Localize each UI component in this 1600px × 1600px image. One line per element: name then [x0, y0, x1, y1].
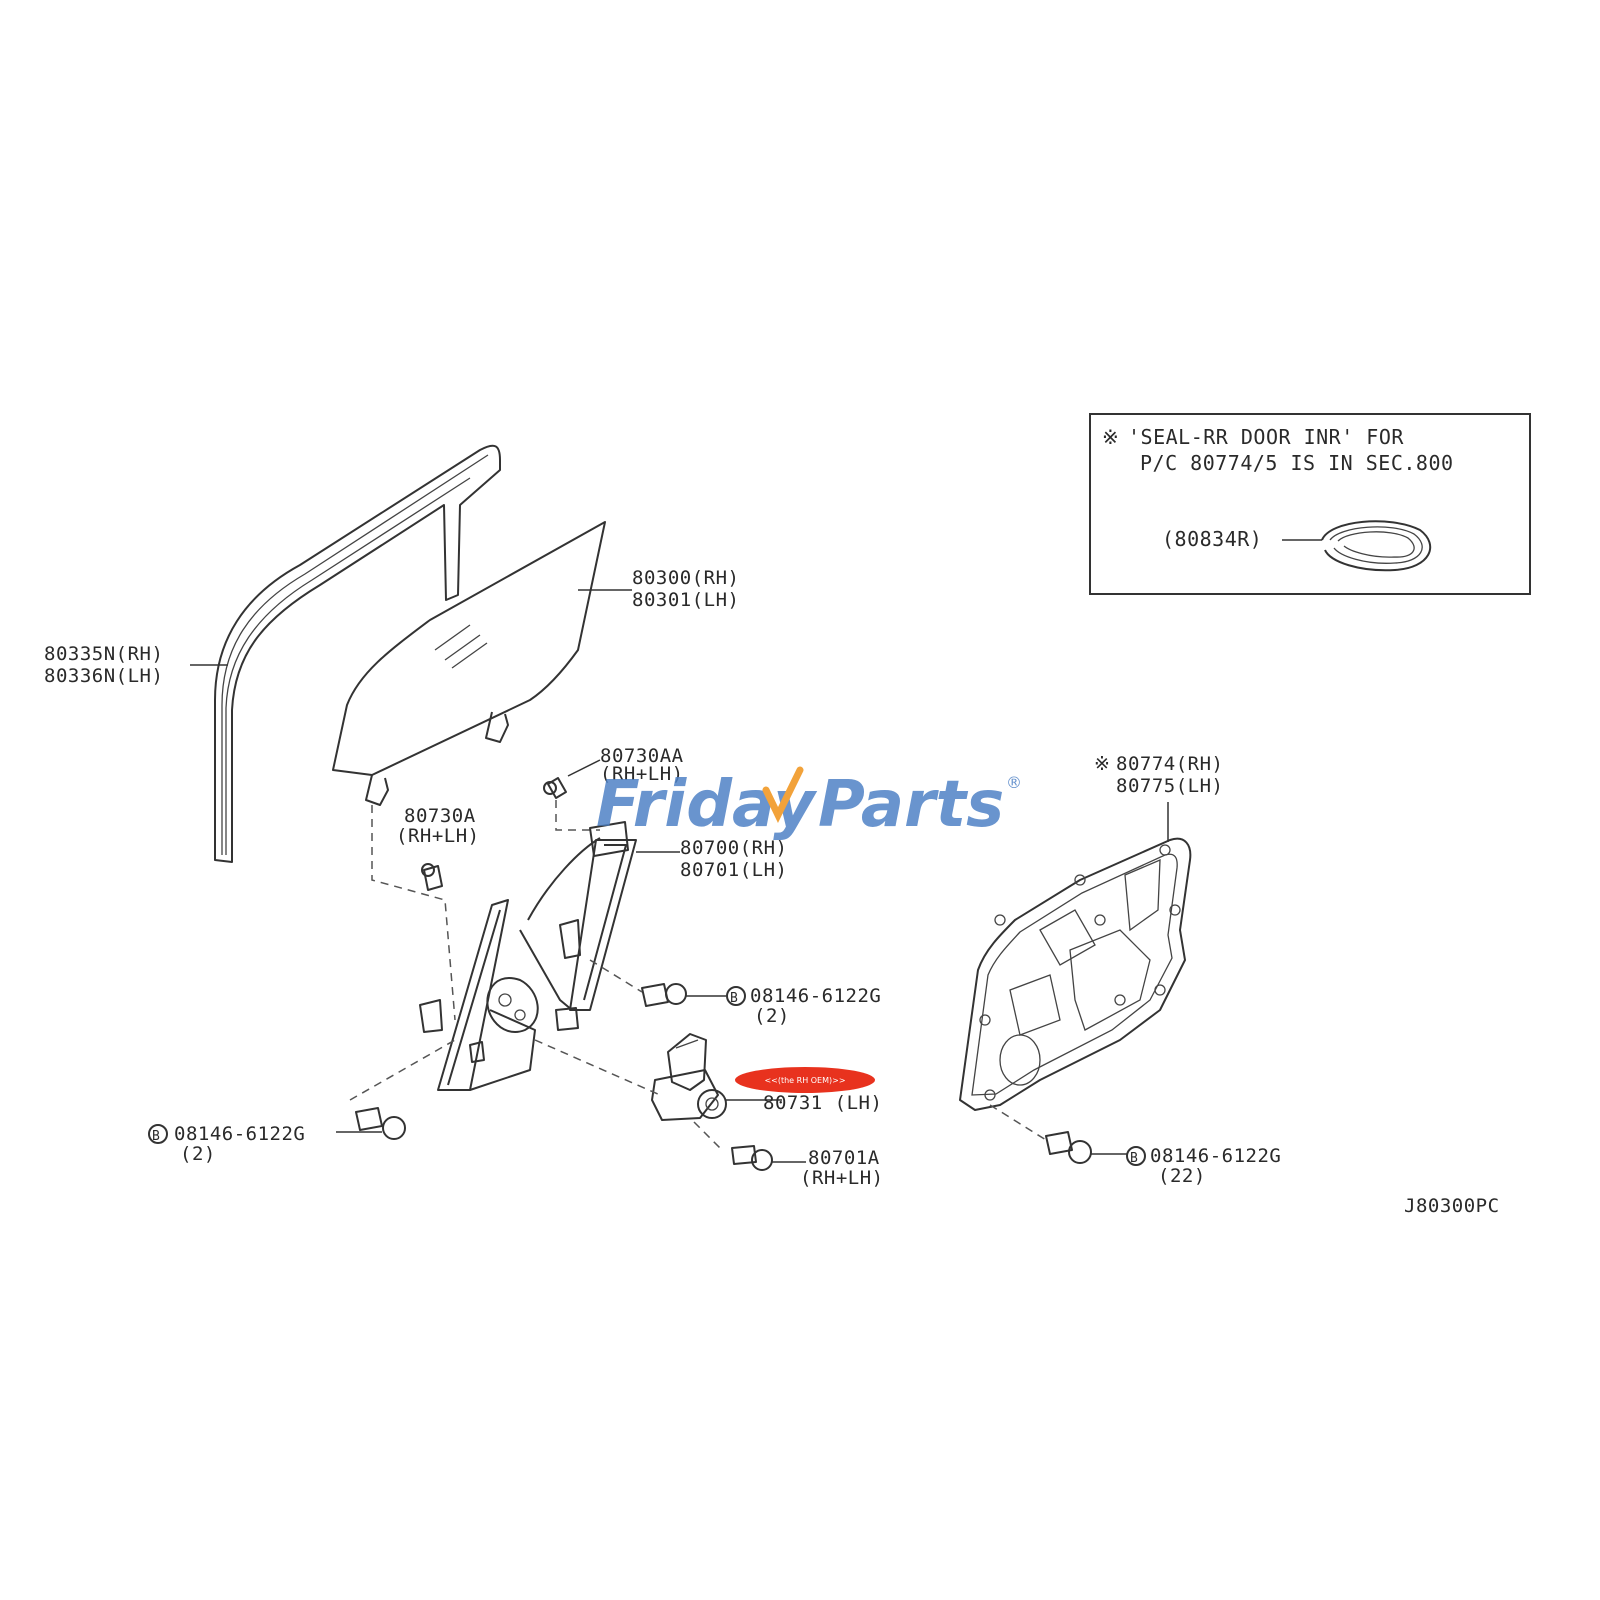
b-marker-left: [148, 1124, 168, 1144]
door-inner-panel: [959, 802, 1192, 1111]
label-80700-rh: 80700(RH): [680, 837, 787, 859]
highlight-text: <<(the RH OEM)>>: [764, 1076, 845, 1085]
dash-80701A: [693, 1121, 721, 1149]
note-star-marker: ※: [1102, 425, 1119, 449]
door-sash-weatherstrip: [190, 444, 501, 863]
label-80730AA: 80730AA: [600, 745, 684, 767]
seal-coil-drawing: [1321, 520, 1432, 572]
label-bolt-mid-qty: (2): [754, 1005, 790, 1027]
label-bolt-mid: 08146-6122G: [750, 985, 881, 1007]
highlight-ellipse: [735, 1067, 875, 1093]
watermark-parts: Parts: [818, 768, 1004, 842]
note-part-number: (80834R): [1162, 527, 1262, 551]
bolt-80730AA: [543, 759, 601, 799]
label-80774-rh: 80774(RH): [1116, 753, 1223, 775]
label-bolt-right-qty: (22): [1158, 1165, 1206, 1187]
dash-bolt-right: [989, 1104, 1047, 1141]
dash-bolt-left: [349, 1039, 456, 1101]
note-line-2: P/C 80774/5 IS IN SEC.800: [1140, 451, 1454, 475]
dash-bolt-mid: [589, 959, 643, 993]
note-box-frame: [1089, 413, 1531, 595]
label-80301-lh: 80301(LH): [632, 589, 739, 611]
note-line-1: 'SEAL-RR DOOR INR' FOR: [1128, 425, 1404, 449]
label-bolt-left-qty: (2): [180, 1143, 216, 1165]
label-80775-lh: 80775(LH): [1116, 775, 1223, 797]
label-80731-lh: 80731 (LH): [763, 1092, 882, 1114]
bolt-mid: B: [641, 983, 746, 1007]
bolt-right: B: [1045, 1131, 1146, 1166]
b-marker-right: [1126, 1146, 1146, 1166]
panel-star-marker: ※: [1094, 753, 1110, 775]
label-80300-rh: 80300(RH): [632, 567, 739, 589]
label-80336N-lh: 80336N(LH): [44, 665, 163, 687]
label-80335N-rh: 80335N(RH): [44, 643, 163, 665]
diagram-id: J80300PC: [1404, 1195, 1500, 1217]
door-glass: [332, 521, 632, 806]
b-marker-right-text: B: [1130, 1151, 1138, 1166]
dash-glass-clamp: [371, 805, 456, 1021]
regulator-motor: [651, 1033, 782, 1121]
dash-motor: [534, 1039, 661, 1096]
oem-highlight: <<(the RH OEM)>>: [735, 1067, 875, 1093]
label-bolt-right: 08146-6122G: [1150, 1145, 1281, 1167]
label-80701A-side: (RH+LH): [800, 1167, 884, 1189]
bolt-80701A: [731, 1145, 806, 1171]
fridayparts-watermark: Friday Parts ®: [596, 766, 1022, 842]
note-box: ※ 'SEAL-RR DOOR INR' FOR P/C 80774/5 IS …: [1089, 413, 1531, 595]
label-80730A-side: (RH+LH): [396, 825, 480, 847]
dash-80730AA: [555, 800, 600, 831]
window-regulator: [419, 821, 680, 1091]
b-marker-mid-text: B: [730, 991, 738, 1006]
watermark-check-icon: [762, 766, 804, 824]
label-80730AA-side: (RH+LH): [600, 763, 684, 785]
label-bolt-left: 08146-6122G: [174, 1123, 305, 1145]
label-80701-lh: 80701(LH): [680, 859, 787, 881]
b-marker-mid: [726, 986, 746, 1006]
label-80701A: 80701A: [808, 1147, 880, 1169]
b-marker-left-text: B: [152, 1129, 160, 1144]
bolt-left: B: [148, 1107, 406, 1144]
bolt-80730A: [421, 863, 443, 891]
label-80730A: 80730A: [404, 805, 476, 827]
watermark-registered: ®: [1006, 773, 1022, 792]
